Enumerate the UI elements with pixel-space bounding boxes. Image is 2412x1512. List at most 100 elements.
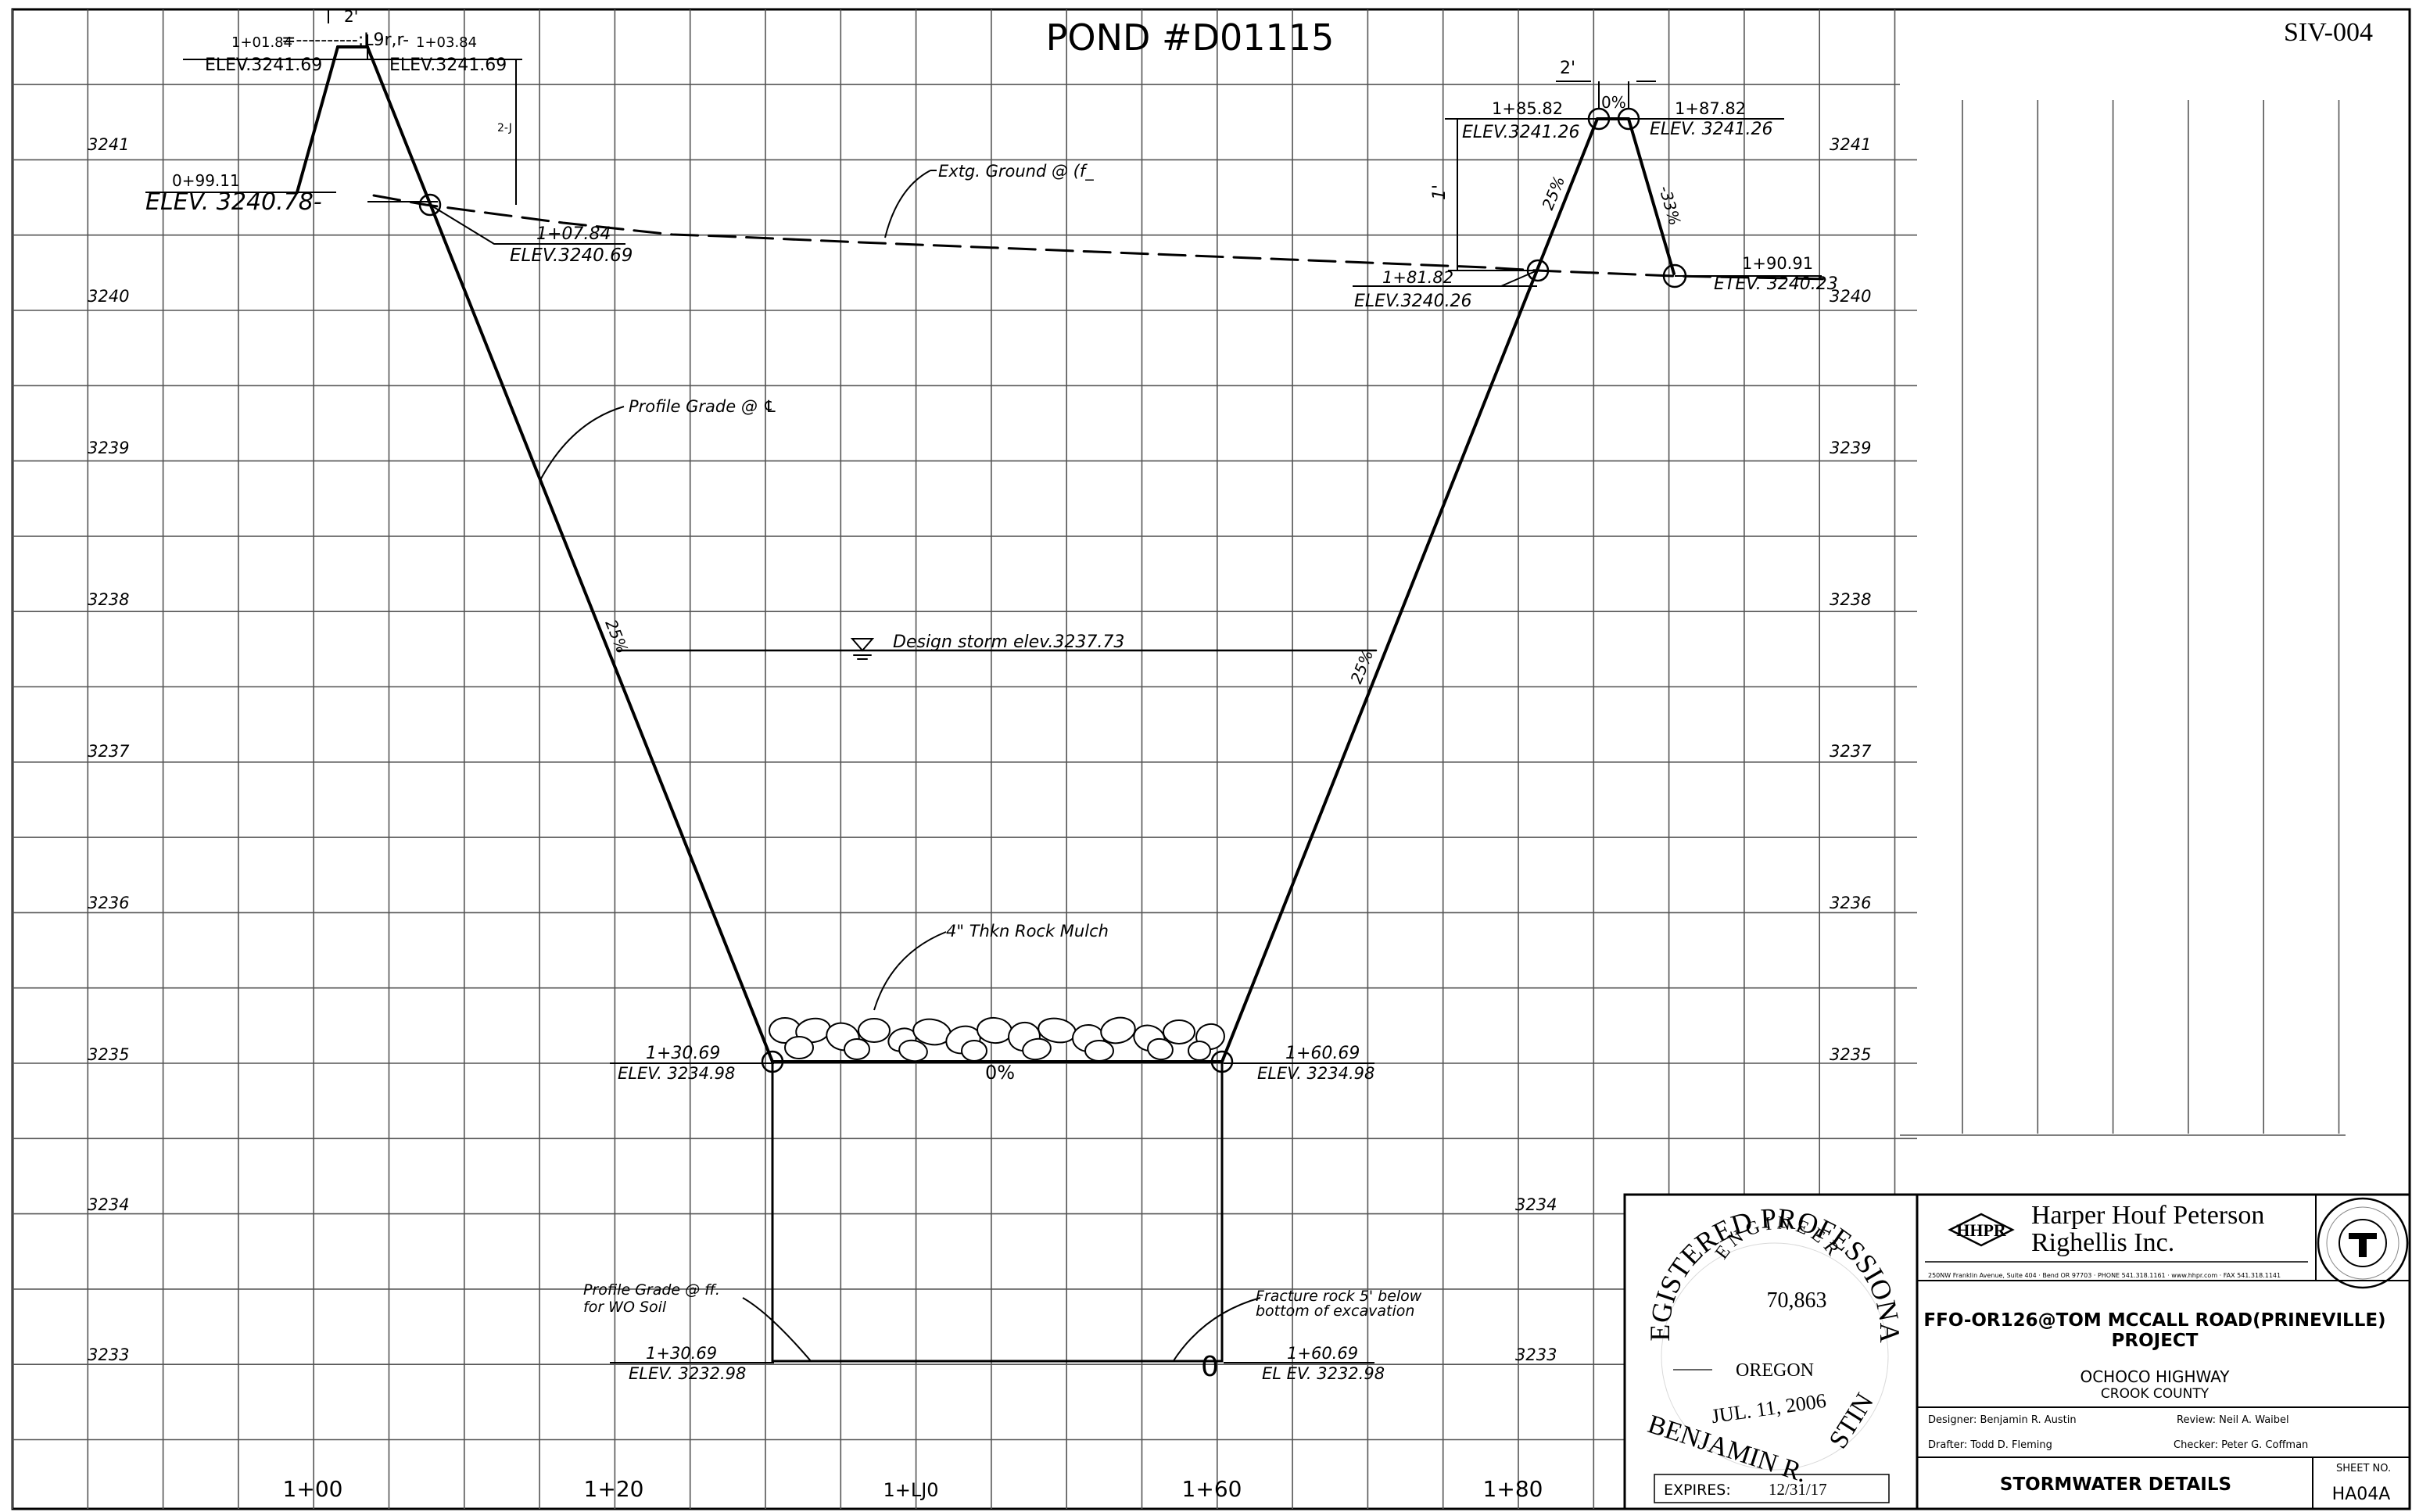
label-top-width-left: 2': [344, 7, 358, 26]
station-label: 1+00: [283, 1476, 343, 1502]
county: CROOK COUNTY: [2101, 1386, 2210, 1402]
label-bottom-zero: 0: [1201, 1351, 1219, 1383]
label-p2-station: 1+03.84: [416, 34, 477, 51]
note-fracture-2: bottom of excavation: [1256, 1302, 1414, 1320]
elevation-label: 3237: [1830, 742, 1872, 761]
rock: [858, 1018, 891, 1043]
engineer-stamp: REGISTERED PROFESSIONAL ENGINEER 70,863 …: [0, 0, 1905, 1499]
rock-mulch: [769, 1016, 1225, 1062]
elevation-label: 3236: [1830, 894, 1871, 912]
rock: [844, 1038, 870, 1060]
project-info: FFO-OR126@TOM MCCALL ROAD(PRINEVILLE) PR…: [1923, 1310, 2391, 1504]
station-label: 1+60: [1182, 1476, 1242, 1502]
note-profile-grade: Profile Grade @ ℄: [629, 397, 777, 416]
label-p2-elev: ELEV.3241.69: [389, 56, 507, 75]
elevation-label: 3240: [88, 287, 129, 306]
label-p8-elev: ELEV. 3234.98: [618, 1064, 735, 1083]
annotation-leaders: [145, 9, 1822, 1363]
label-p10-elev: ELEV. 3232.98: [629, 1364, 746, 1383]
elevation-label: 3241: [88, 135, 129, 154]
excavation-outline: [771, 1060, 1224, 1363]
elevation-label: 3235: [1830, 1045, 1871, 1064]
drawing-title: POND #D01115: [1046, 16, 1335, 59]
station-label: 1+LJ0: [883, 1479, 938, 1501]
drafter: Drafter: Todd D. Fleming: [1928, 1439, 2052, 1451]
label-bottom-slope: 0%: [985, 1062, 1015, 1084]
elevation-label: 3233: [88, 1345, 129, 1364]
rock: [1022, 1037, 1052, 1061]
left-berm-outer-slope: [296, 45, 339, 194]
elevation-label: 3233: [1515, 1345, 1557, 1364]
checker: Checker: Peter G. Coffman: [2174, 1439, 2308, 1451]
title-block: [1623, 1193, 2411, 1510]
stamp-name-right: STIN: [1823, 1388, 1879, 1454]
seal-t-icon: [2349, 1233, 2377, 1257]
stamp-date: JUL. 11, 2006: [1710, 1389, 1827, 1428]
note-fracture-1: Fracture rock 5' below: [1256, 1288, 1422, 1305]
label-p6-elev: ELEV.3240.26: [1354, 292, 1472, 311]
label-p7-station: 1+90.91: [1742, 254, 1813, 273]
label-p4-station: 1+85.82: [1492, 99, 1563, 118]
note-design-storm: Design storm elev.3237.73: [893, 632, 1124, 652]
rock: [898, 1039, 928, 1062]
rock: [784, 1036, 814, 1059]
firm-logo: HHPR Harper Houf Peterson Righellis Inc.…: [1928, 1201, 2281, 1279]
elevation-label: 3237: [88, 742, 130, 761]
label-top-width-right: 2': [1560, 59, 1575, 78]
point-circle: [761, 1050, 784, 1073]
label-p1-station: 1+01.84: [231, 34, 292, 51]
label-p3-elev: ELEV.3240.69: [510, 245, 633, 266]
station-label: 1+20: [584, 1476, 644, 1502]
firm-line1: Harper Houf Peterson: [2031, 1201, 2264, 1230]
stamp-state: OREGON: [1736, 1360, 1814, 1381]
station-labels: 1+00 1+20 1+LJ0 1+60 1+80: [283, 1476, 1543, 1502]
label-p8-station: 1+30.69: [646, 1044, 720, 1063]
sheet-id: SIV-004: [2284, 18, 2373, 47]
elevation-label: 3241: [1830, 135, 1871, 154]
label-p5-station: 1+87.82: [1675, 99, 1746, 118]
label-p9-elev: ELEV. 3234.98: [1257, 1064, 1374, 1083]
label-p11-station: 1+60.69: [1287, 1344, 1358, 1363]
rock: [977, 1016, 1012, 1044]
sheet-border: [11, 8, 2411, 1510]
label-p7-elev: ETEV. 3240.23: [1714, 274, 1838, 294]
firm-line2: Righellis Inc.: [2031, 1228, 2174, 1257]
highway: OCHOCO HIGHWAY: [2080, 1367, 2230, 1386]
label-p3-station: 1+07.84: [536, 224, 611, 244]
label-p10-station: 1+30.69: [646, 1344, 717, 1363]
elevation-label: 3239: [88, 439, 129, 457]
right-berm-outer-slope: [1627, 117, 1675, 275]
elevation-label: 3234: [1515, 1195, 1557, 1214]
elevation-label: 3238: [1830, 590, 1871, 609]
elevation-label: 3238: [88, 590, 129, 609]
label-p1-lead: =----------:L9r,r-: [281, 30, 409, 50]
rock: [1163, 1019, 1195, 1044]
station-label: 1+80: [1483, 1476, 1543, 1502]
left-pond-slope: [366, 45, 774, 1063]
profile-grid: [12, 9, 2346, 1509]
note-profile-wo-1: Profile Grade @ ff.: [583, 1281, 720, 1299]
info-panel: [1916, 1193, 2411, 1510]
label-p11-elev: EL EV. 3232.98: [1262, 1364, 1385, 1383]
review: Review: Neil A. Waibel: [2177, 1414, 2289, 1426]
rock: [1084, 1040, 1114, 1062]
label-slope-r-upper: 25%: [1538, 174, 1568, 213]
logo-text: HHPR: [1956, 1220, 2007, 1240]
rock: [961, 1040, 987, 1062]
label-height-1: 1': [1430, 185, 1450, 200]
water-surface-triangle: [850, 638, 875, 652]
sheet-title: STORMWATER DETAILS: [2000, 1474, 2231, 1495]
odot-seal: [2317, 1197, 2409, 1289]
sheet-no-label: SHEET NO.: [2336, 1463, 2391, 1474]
label-p5-elev: ELEV. 3241.26: [1650, 120, 1773, 139]
hhpr-logo-icon: [1948, 1213, 2015, 1247]
elevation-label: 3240: [1830, 287, 1871, 306]
rock: [1100, 1016, 1136, 1044]
right-pond-slope: [1220, 117, 1599, 1063]
rock: [1147, 1037, 1174, 1061]
annotations: 2' 1+01.84 =----------:L9r,r- ELEV.3241.…: [145, 7, 1838, 1383]
sheet-no: HA04A: [2332, 1485, 2391, 1504]
note-extg-ground: Extg. Ground @ (f_: [938, 162, 1094, 181]
